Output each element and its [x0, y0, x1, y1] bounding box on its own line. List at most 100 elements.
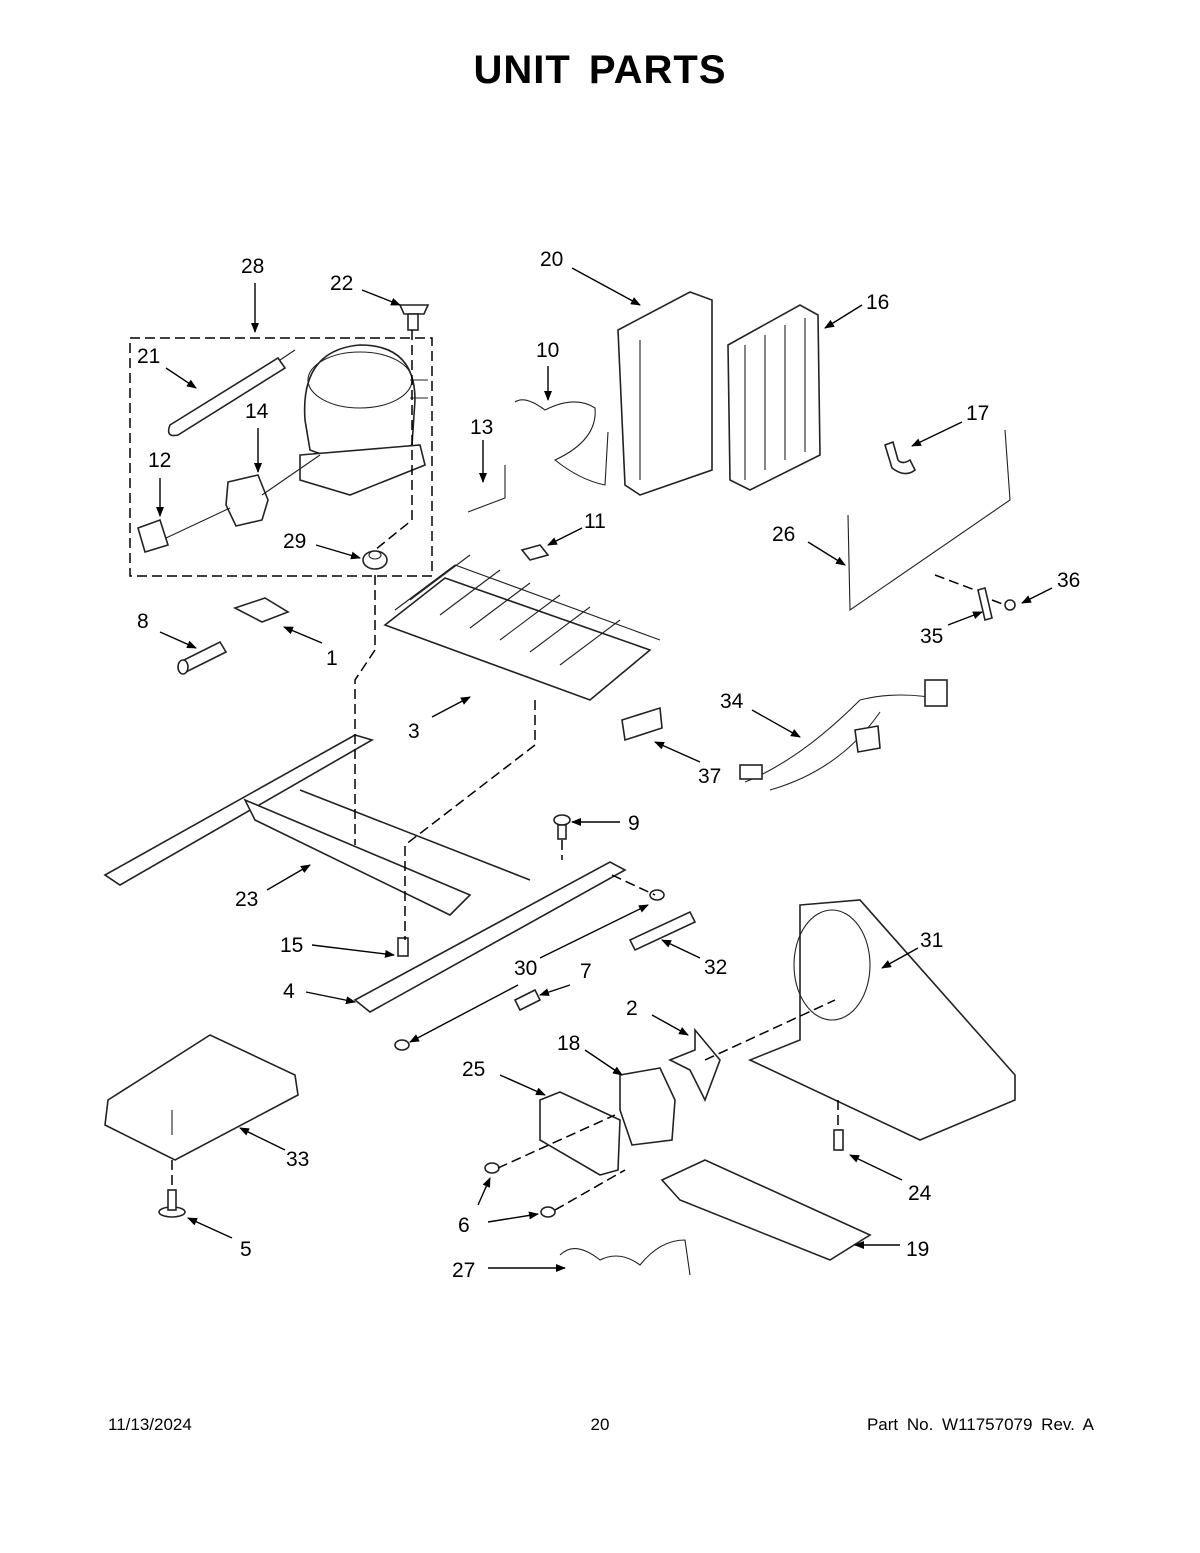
callout-11: 11 [584, 510, 606, 533]
clip-part[interactable] [884, 440, 917, 475]
alignment-line-35 [934, 574, 976, 591]
tube-13-part[interactable] [467, 465, 506, 513]
leader-6b [487, 1211, 539, 1223]
leader-7 [539, 984, 571, 996]
leader-18 [584, 1049, 623, 1076]
callout-9: 9 [628, 812, 640, 835]
overload-part[interactable] [137, 507, 231, 554]
callout-36: 36 [1057, 569, 1080, 592]
leader-8 [159, 631, 197, 649]
callout-7: 7 [580, 960, 592, 983]
leader-17 [911, 421, 963, 447]
screw-9-part[interactable] [553, 814, 571, 840]
clip-11-part[interactable] [520, 544, 550, 561]
leader-32 [661, 939, 701, 959]
screw-24-part[interactable] [833, 1129, 844, 1151]
callout-26: 26 [772, 523, 795, 546]
evaporator-part[interactable] [383, 554, 661, 701]
callout-37: 37 [698, 765, 721, 788]
alignment-line-30 [611, 874, 656, 896]
alignment-line-28 [374, 330, 413, 551]
drier-part[interactable] [167, 349, 296, 437]
leader-11 [547, 527, 583, 546]
callout-1: 1 [326, 647, 338, 670]
leader-23 [266, 864, 311, 891]
clamp-35-part[interactable] [977, 586, 993, 622]
tube-10-part[interactable] [514, 399, 609, 486]
alignment-line-29 [354, 575, 376, 845]
shield-1-part[interactable] [232, 597, 290, 623]
pad-37-part[interactable] [621, 706, 663, 742]
fan-blade-part[interactable] [668, 1027, 721, 1102]
screw-15-part[interactable] [397, 937, 409, 957]
condenser-cover-part[interactable] [617, 291, 713, 496]
leader-36 [1021, 587, 1053, 604]
callout-20: 20 [540, 248, 563, 271]
leader-33 [239, 1127, 286, 1151]
compressor-part[interactable] [299, 344, 428, 496]
rail-assembly-part[interactable] [103, 734, 531, 916]
fan-housing-part[interactable] [747, 899, 1016, 1141]
callout-30: 30 [514, 957, 537, 980]
callout-22: 22 [330, 272, 353, 295]
leader-22 [361, 289, 401, 306]
callout-15: 15 [280, 934, 303, 957]
callout-31: 31 [920, 929, 943, 952]
callout-25: 25 [462, 1058, 485, 1081]
leader-35 [947, 611, 983, 626]
compressor-grommet-top-part[interactable] [398, 304, 430, 331]
condenser-part[interactable] [727, 304, 821, 491]
callout-16: 16 [866, 291, 889, 314]
footer-date: 11/13/2024 [108, 1415, 192, 1434]
leader-4 [305, 991, 356, 1005]
heater-27-part[interactable] [559, 1239, 691, 1276]
callout-34: 34 [720, 690, 744, 713]
leader-15 [311, 944, 395, 958]
leader-21 [165, 367, 197, 389]
footer-part-number: Part No. W11757079 Rev. A [866, 1415, 1094, 1434]
screw-30-part[interactable] [394, 889, 665, 1051]
motor-bracket-part[interactable] [539, 1091, 621, 1176]
leader-34 [751, 709, 801, 738]
callout-23: 23 [235, 888, 258, 911]
strip-32-part[interactable] [628, 910, 697, 952]
callout-21: 21 [137, 345, 160, 368]
leader-37 [654, 741, 701, 763]
start-device-part[interactable] [225, 454, 321, 527]
compressor-assembly-boundary [129, 337, 433, 577]
callout-5: 5 [240, 1238, 252, 1261]
callout-10: 10 [536, 339, 559, 362]
tube-8-part[interactable] [177, 640, 228, 675]
fitting-7-part[interactable] [513, 988, 542, 1012]
drain-pan-part[interactable] [660, 1159, 872, 1261]
compressor-grommet-part[interactable] [362, 550, 388, 570]
leader-5 [187, 1217, 233, 1239]
screw-36-part[interactable] [1004, 599, 1016, 611]
alignment-line-3 [404, 700, 536, 940]
floor-cover-part[interactable] [104, 1034, 299, 1161]
callout-28: 28 [241, 255, 264, 278]
callout-6: 6 [458, 1214, 470, 1237]
leader-29 [315, 544, 361, 560]
leader-3 [431, 696, 471, 718]
callout-32: 32 [704, 956, 727, 979]
wire-harness-part[interactable] [739, 679, 948, 791]
alignment-line-6b [554, 1169, 626, 1211]
callout-8: 8 [137, 610, 149, 633]
callout-29: 29 [283, 530, 306, 553]
leader-31 [881, 947, 919, 969]
alignment-line-36 [991, 599, 1006, 606]
screw-6-part[interactable] [484, 1162, 556, 1218]
leader-26 [807, 541, 846, 566]
rail-30-part[interactable] [353, 861, 627, 1013]
fan-motor-part[interactable] [619, 1067, 676, 1146]
callout-4: 4 [283, 980, 295, 1003]
leveler-part[interactable] [158, 1189, 186, 1218]
callout-24: 24 [908, 1182, 932, 1205]
callout-35: 35 [920, 625, 943, 648]
alignment-line-fan [704, 999, 836, 1061]
leader-24 [849, 1154, 903, 1181]
tube-26-part[interactable] [847, 429, 1011, 612]
leader-2 [651, 1014, 689, 1036]
